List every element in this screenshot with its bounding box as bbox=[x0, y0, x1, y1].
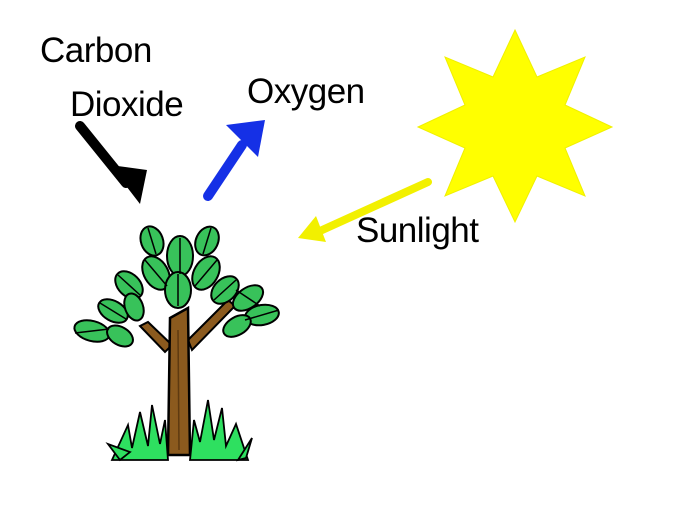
tree-icon bbox=[73, 225, 280, 462]
oxygen-label: Oxygen bbox=[247, 72, 365, 111]
sunlight-label: Sunlight bbox=[356, 211, 479, 250]
co2-arrow bbox=[75, 121, 147, 204]
sunlight-arrow bbox=[298, 178, 432, 242]
dioxide-label: Dioxide bbox=[70, 85, 183, 124]
carbon-label: Carbon bbox=[40, 31, 152, 70]
oxygen-arrow bbox=[203, 120, 265, 201]
sun-icon bbox=[416, 28, 614, 224]
